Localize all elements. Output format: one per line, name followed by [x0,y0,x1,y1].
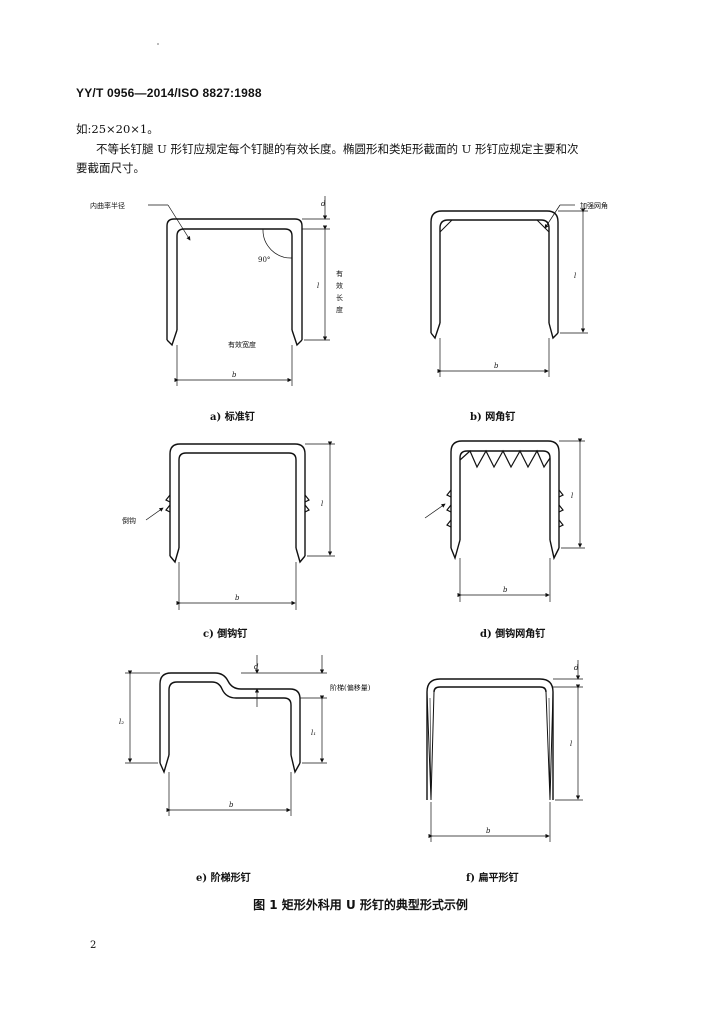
label-l2: l₂ [119,718,124,726]
label-barb: 倒钩 [122,516,136,525]
svg-text:长: 长 [336,293,343,302]
label-b-c: b [235,594,240,602]
paragraph-example: 如:25×20×1。 [76,122,159,136]
label-b-e: b [229,801,234,809]
scan-speck [157,43,159,45]
label-d-e: d [254,663,259,671]
caption-e: e) 阶梯形钉 [196,871,251,884]
label-angle: 90° [258,256,270,264]
page-number: 2 [90,940,97,951]
paragraph-body-cont: 要截面尺寸。 [76,161,145,175]
label-b-a: b [232,371,237,379]
label-l-d: l [571,492,573,500]
figure-title: 图 1 矩形外科用 U 形钉的典型形式示例 [253,898,468,912]
label-effective-width: 有效宽度 [228,340,256,349]
staple-stepped [125,655,327,816]
caption-c: c) 倒钩钉 [203,627,247,640]
caption-a: a) 标准钉 [210,410,255,423]
document-header: YY/T 0956—2014/ISO 8827:1988 [76,86,262,100]
label-b-b: b [494,362,499,370]
staple-gusset-corner [430,204,588,377]
label-l1: l₁ [311,729,316,737]
staple-standard [148,196,330,386]
label-step-offset: 阶梯(偏移量) [330,683,371,692]
caption-f: f) 扁平形钉 [466,871,519,884]
caption-d: d) 倒钩网角钉 [480,627,545,640]
label-l-b: l [574,272,576,280]
caption-b: b) 网角钉 [470,410,515,423]
svg-text:度: 度 [336,305,343,314]
label-d-f: d [574,664,579,672]
label-d-a: d [321,200,326,208]
staple-flat [426,660,583,842]
svg-text:有: 有 [336,269,343,278]
label-reinforced-corner: 加强网角 [580,201,608,210]
staple-barbed-gusset [424,438,585,602]
label-b-d: b [503,586,508,594]
label-l-f: l [570,740,572,748]
label-l-c: l [321,500,323,508]
staple-barbed [145,441,335,610]
label-effective-length: 有 效 长 度 [336,269,343,314]
label-l-a: l [317,282,319,290]
label-b-f: b [486,827,491,835]
label-inner-bend-radius: 内曲率半径 [90,201,125,210]
svg-text:效: 效 [336,281,343,290]
paragraph-body: 不等长钉腿 U 形钉应规定每个钉腿的有效长度。椭圆形和类矩形截面的 U 形钉应规… [96,142,579,156]
